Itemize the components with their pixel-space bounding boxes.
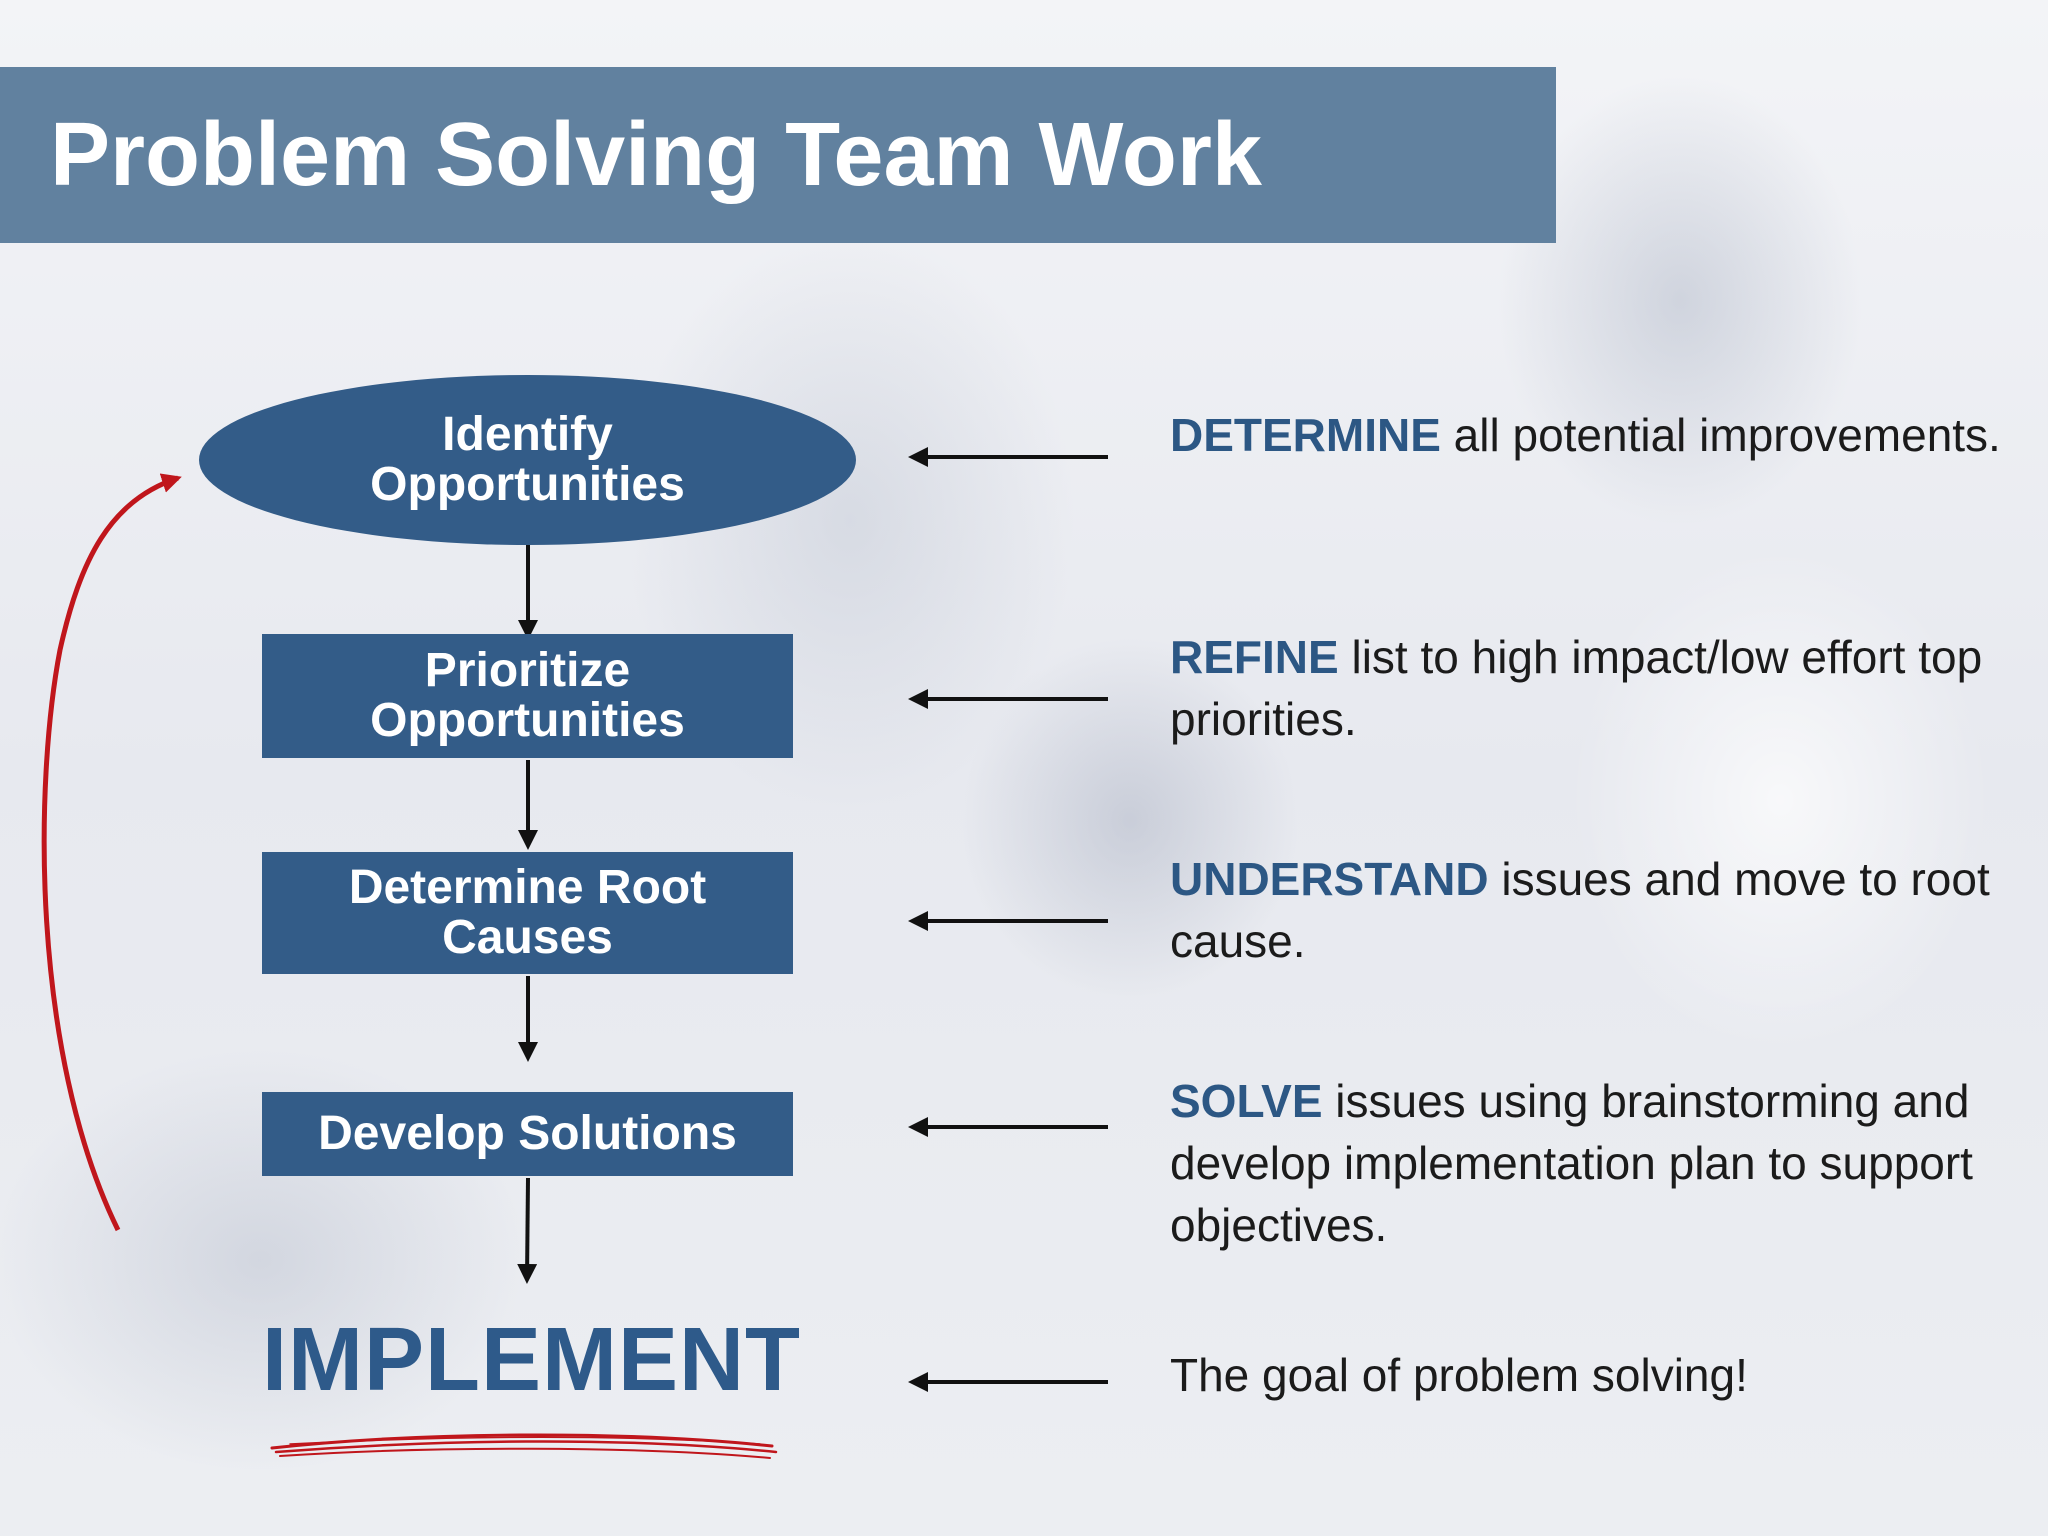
page-title: Problem Solving Team Work (50, 105, 1262, 205)
step-develop-solutions (262, 1092, 793, 1176)
step-4-line1: Develop Solutions (318, 1107, 737, 1160)
step-3-line2: Causes (442, 911, 613, 964)
description-2: REFINE list to high impact/low effort to… (1170, 626, 2040, 750)
description-2-text: list to high impact/low effort top prior… (1170, 631, 1983, 745)
description-5: The goal of problem solving! (1170, 1344, 2040, 1406)
description-5-text: The goal of problem solving! (1170, 1349, 1748, 1401)
description-1-text: all potential improvements. (1440, 409, 2001, 461)
step-1-line1: Identify (442, 408, 613, 461)
step-2-line2: Opportunities (370, 694, 685, 747)
description-3-keyword: UNDERSTAND (1170, 853, 1489, 905)
step-identify-opportunities-label: Identify Opportunities (199, 375, 856, 545)
step-determine-root-causes (262, 852, 793, 974)
implement-label: IMPLEMENT (262, 1310, 801, 1410)
step-1-line2: Opportunities (370, 458, 685, 511)
description-4-keyword: SOLVE (1170, 1075, 1323, 1127)
description-4-text: issues using brainstorming and develop i… (1170, 1075, 1973, 1251)
title-banner: Problem Solving Team Work (0, 67, 1556, 243)
down-arrow-4 (517, 1177, 538, 1284)
step-prioritize-opportunities (262, 634, 793, 758)
step-determine-root-causes-label: Determine Root Causes (262, 852, 793, 974)
step-2-line1: Prioritize (424, 644, 631, 697)
description-4: SOLVE issues using brainstorming and dev… (1170, 1070, 2040, 1256)
description-3-text: issues and move to root cause. (1170, 853, 1990, 967)
description-3: UNDERSTAND issues and move to root cause… (1170, 848, 2040, 972)
description-1-keyword: DETERMINE (1170, 409, 1441, 461)
step-prioritize-opportunities-label: Prioritize Opportunities (262, 634, 793, 758)
step-identify-opportunities (199, 375, 856, 545)
implement-underline (270, 1433, 778, 1459)
step-develop-solutions-label: Develop Solutions (262, 1092, 793, 1176)
description-1: DETERMINE all potential improvements. (1170, 404, 2040, 466)
description-2-keyword: REFINE (1170, 631, 1339, 683)
loop-back-arrow (41, 473, 182, 1232)
step-3-line1: Determine Root (348, 861, 707, 914)
